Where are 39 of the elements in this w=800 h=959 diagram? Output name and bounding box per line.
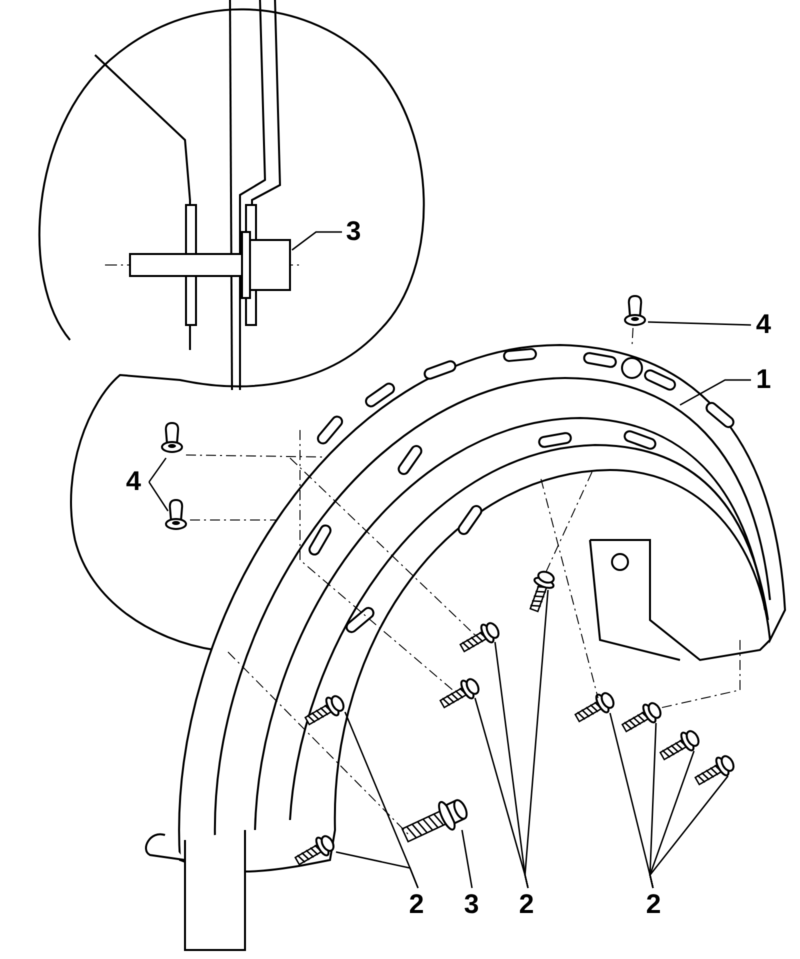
- callout-number: 2: [519, 891, 534, 918]
- center-line: [300, 430, 456, 692]
- screw: [459, 622, 500, 652]
- callout-number: 2: [409, 891, 424, 918]
- leader-line: [148, 458, 167, 482]
- plastic-clip: [161, 422, 183, 453]
- leader-line: [649, 776, 729, 888]
- center-line: [546, 472, 592, 572]
- center-line: [186, 454, 324, 458]
- screw: [439, 678, 480, 708]
- leader-line: [648, 321, 752, 326]
- callout-number: 4: [756, 311, 772, 338]
- plastic-clip: [624, 295, 646, 326]
- screw: [304, 695, 344, 726]
- bolt: [129, 231, 291, 299]
- center-line: [540, 478, 598, 698]
- screw: [694, 755, 734, 786]
- plastic-clip: [165, 499, 187, 530]
- center-line: [660, 640, 740, 708]
- leader-line: [461, 830, 473, 888]
- leader-line: [292, 231, 342, 251]
- callout-number: 1: [756, 366, 772, 393]
- screw: [621, 702, 662, 732]
- callout-number: 2: [646, 891, 662, 918]
- leader-line: [524, 590, 549, 888]
- screw: [574, 692, 614, 722]
- screw: [294, 835, 334, 866]
- callout-number: 3: [464, 891, 480, 918]
- leader-line: [148, 482, 169, 512]
- callout-number: 3: [346, 218, 362, 245]
- leader-line: [336, 851, 419, 888]
- center-line: [228, 652, 408, 834]
- screw: [659, 730, 700, 760]
- screw: [529, 570, 555, 612]
- center-line: [290, 458, 476, 636]
- callout-number: 4: [126, 468, 142, 495]
- leader-line: [680, 379, 751, 406]
- wheel-arch-liner: [145, 344, 786, 951]
- bolt: [401, 799, 468, 843]
